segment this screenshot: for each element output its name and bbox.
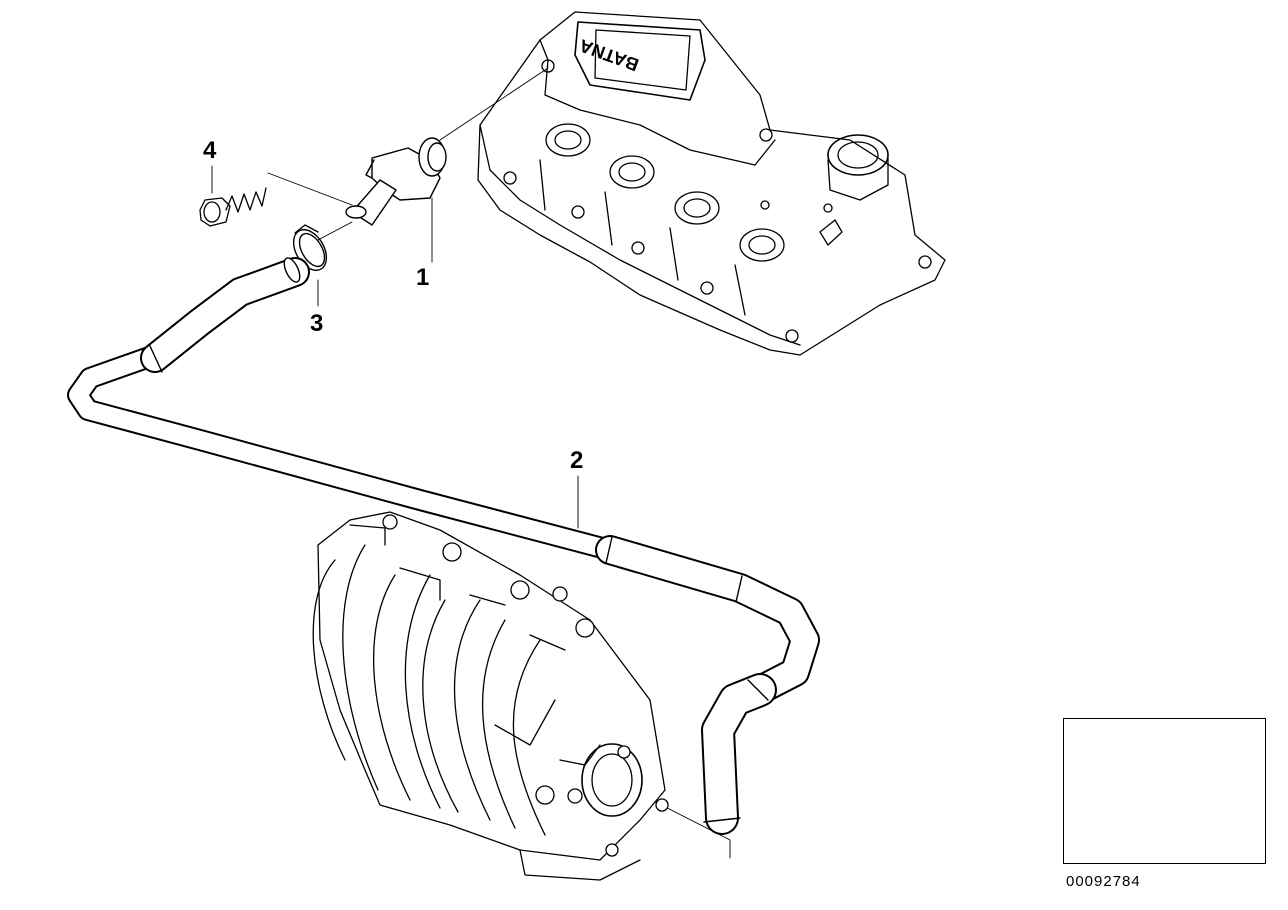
callout-part-4: 4	[203, 137, 217, 164]
bolt-with-spring	[199, 187, 267, 227]
diagram-reference-number: 00092784	[1066, 873, 1141, 890]
callout-part-3: 3	[310, 310, 324, 337]
pcv-valve	[345, 137, 447, 226]
intake-manifold	[312, 511, 669, 881]
breather-hose	[67, 257, 820, 835]
callout-part-1: 1	[416, 264, 430, 291]
hose-clamp	[292, 224, 328, 271]
car-locator-frame	[1063, 718, 1266, 864]
valve-cover: BATNA	[477, 11, 946, 356]
callout-part-2: 2	[570, 447, 584, 474]
